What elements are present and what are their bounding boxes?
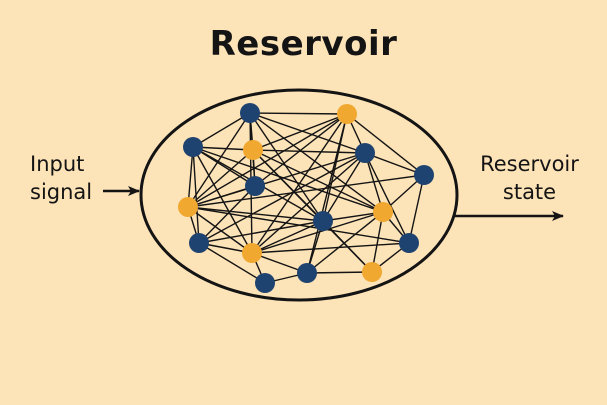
edge-1-10 bbox=[249, 112, 384, 213]
edge-5-10 bbox=[364, 152, 384, 213]
edge-4-5 bbox=[252, 149, 366, 154]
node-12-orange bbox=[242, 243, 262, 263]
input-signal-label: Input signal bbox=[30, 150, 92, 206]
edge-2-8 bbox=[187, 113, 348, 208]
edge-5-13 bbox=[364, 152, 410, 244]
node-2-orange bbox=[337, 104, 357, 124]
edges-group bbox=[187, 112, 425, 284]
edge-1-9 bbox=[249, 112, 324, 222]
node-13-blue bbox=[399, 233, 419, 253]
edge-9-11 bbox=[198, 220, 324, 244]
edge-1-5 bbox=[249, 112, 366, 154]
node-7-blue bbox=[245, 176, 265, 196]
edge-10-14 bbox=[306, 211, 384, 274]
node-8-orange bbox=[178, 197, 198, 217]
edge-1-3 bbox=[192, 112, 251, 148]
edge-4-8 bbox=[187, 149, 254, 208]
node-16-blue bbox=[255, 273, 275, 293]
edge-4-10 bbox=[252, 149, 384, 213]
node-10-orange bbox=[373, 202, 393, 222]
node-9-blue bbox=[313, 211, 333, 231]
input-label-line2: signal bbox=[30, 180, 93, 204]
edge-10-12 bbox=[251, 211, 384, 254]
edge-3-4 bbox=[192, 146, 254, 151]
edge-8-12 bbox=[187, 206, 253, 254]
node-5-blue bbox=[355, 143, 375, 163]
edge-10-15 bbox=[371, 211, 384, 273]
nodes-group bbox=[178, 103, 434, 293]
edge-8-9 bbox=[187, 206, 324, 222]
node-6-blue bbox=[414, 165, 434, 185]
edge-2-6 bbox=[346, 113, 425, 176]
edge-6-13 bbox=[408, 174, 425, 244]
node-14-blue bbox=[297, 263, 317, 283]
edge-1-8 bbox=[187, 112, 251, 208]
edge-5-9 bbox=[322, 152, 366, 222]
edge-5-6 bbox=[364, 152, 425, 176]
diagram-title: Reservoir bbox=[209, 24, 398, 64]
edge-3-8 bbox=[187, 146, 194, 208]
input-label-line1: Input bbox=[30, 152, 85, 176]
node-1-blue bbox=[240, 103, 260, 123]
edge-12-13 bbox=[251, 242, 410, 254]
edge-11-16 bbox=[198, 242, 266, 284]
node-11-blue bbox=[189, 233, 209, 253]
edge-2-4 bbox=[252, 113, 348, 151]
edge-3-10 bbox=[192, 146, 384, 213]
reservoir-state-label: Reservoir state bbox=[472, 150, 587, 206]
edge-7-11 bbox=[198, 185, 256, 244]
edge-5-11 bbox=[198, 152, 366, 244]
reservoir-boundary bbox=[139, 88, 459, 302]
node-4-orange bbox=[243, 140, 263, 160]
node-3-blue bbox=[183, 137, 203, 157]
edge-3-11 bbox=[192, 146, 200, 244]
edge-1-2 bbox=[249, 112, 348, 115]
edge-6-8 bbox=[187, 174, 425, 208]
edge-9-10 bbox=[322, 211, 384, 222]
edge-14-15 bbox=[306, 271, 373, 274]
edge-5-12 bbox=[251, 152, 366, 254]
node-15-orange bbox=[362, 262, 382, 282]
edge-9-12 bbox=[251, 220, 324, 254]
output-label-line1: Reservoir bbox=[480, 152, 579, 176]
edge-7-8 bbox=[187, 185, 256, 208]
output-label-line2: state bbox=[502, 180, 557, 204]
